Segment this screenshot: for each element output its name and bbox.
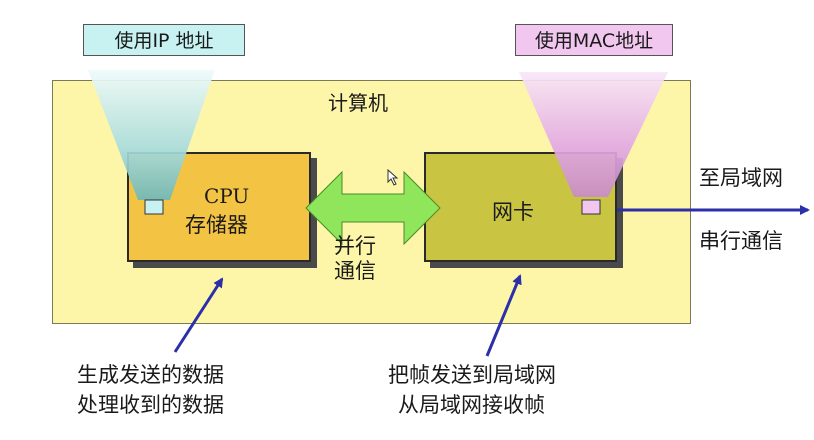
memory-label: 存储器 [185, 213, 248, 237]
ip-cone [88, 70, 215, 200]
cpu-pointer-arrow [173, 277, 224, 353]
cpu-label: CPU [204, 184, 250, 208]
mac-port [581, 199, 601, 215]
ip-port [144, 199, 164, 215]
mac-cone [519, 72, 668, 197]
nic-pointer-arrow [485, 274, 522, 357]
nic-note-line-1: 把帧发送到局域网 [388, 363, 556, 387]
communication-label: 通信 [334, 259, 376, 283]
ip-address-label: 使用IP 地址 [83, 24, 245, 56]
computer-label: 计算机 [328, 91, 388, 115]
mac-address-label: 使用MAC地址 [515, 24, 673, 56]
to-lan-label: 至局域网 [699, 166, 783, 190]
network-card-label: 网卡 [492, 200, 534, 224]
parallel-label: 并行 [334, 234, 376, 258]
cpu-note-line-2: 处理收到的数据 [77, 393, 224, 417]
serial-communication-label: 串行通信 [699, 229, 783, 253]
parallel-double-arrow [305, 170, 441, 246]
cpu-note-line-1: 生成发送的数据 [77, 363, 224, 387]
mouse-cursor-icon [387, 168, 399, 186]
nic-note-line-2: 从局域网接收帧 [398, 393, 545, 417]
